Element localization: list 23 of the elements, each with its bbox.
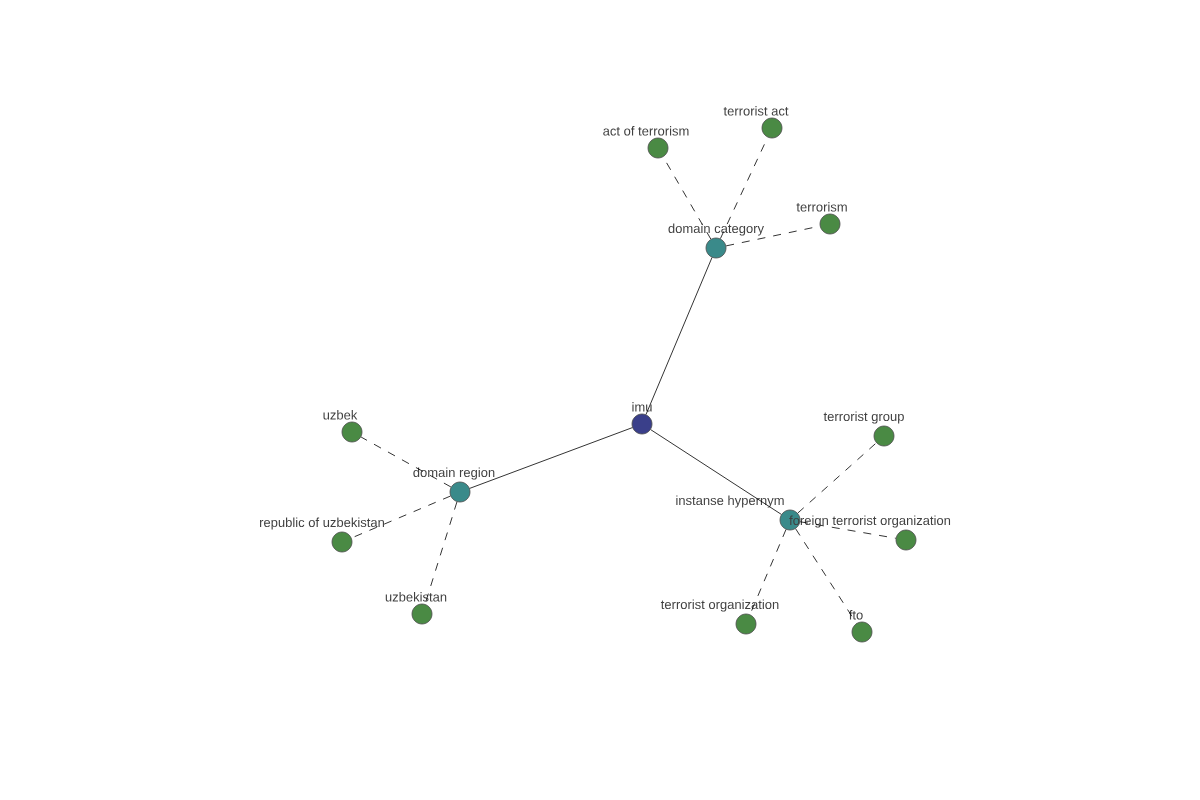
- connector-line: [797, 442, 877, 514]
- connector-line: [645, 257, 713, 415]
- connector-line: [650, 429, 782, 515]
- graph-node: [331, 531, 353, 553]
- connector-line: [799, 521, 897, 539]
- graph-node: [895, 529, 917, 551]
- graph-node: [631, 413, 653, 435]
- connector-line: [749, 529, 787, 615]
- connector-line: [424, 501, 458, 605]
- graph-node: [873, 425, 895, 447]
- graph-node: [411, 603, 433, 625]
- graph-node: [761, 117, 783, 139]
- graph-node: [341, 421, 363, 443]
- graph-node: [705, 237, 727, 259]
- connector-line: [795, 528, 857, 624]
- connector-line: [360, 436, 452, 488]
- graph-node: [449, 481, 471, 503]
- connector-line: [469, 427, 633, 489]
- graph-node: [647, 137, 669, 159]
- connector-line: [351, 495, 451, 539]
- graph-node: [851, 621, 873, 643]
- graph-node: [819, 213, 841, 235]
- graph-node: [735, 613, 757, 635]
